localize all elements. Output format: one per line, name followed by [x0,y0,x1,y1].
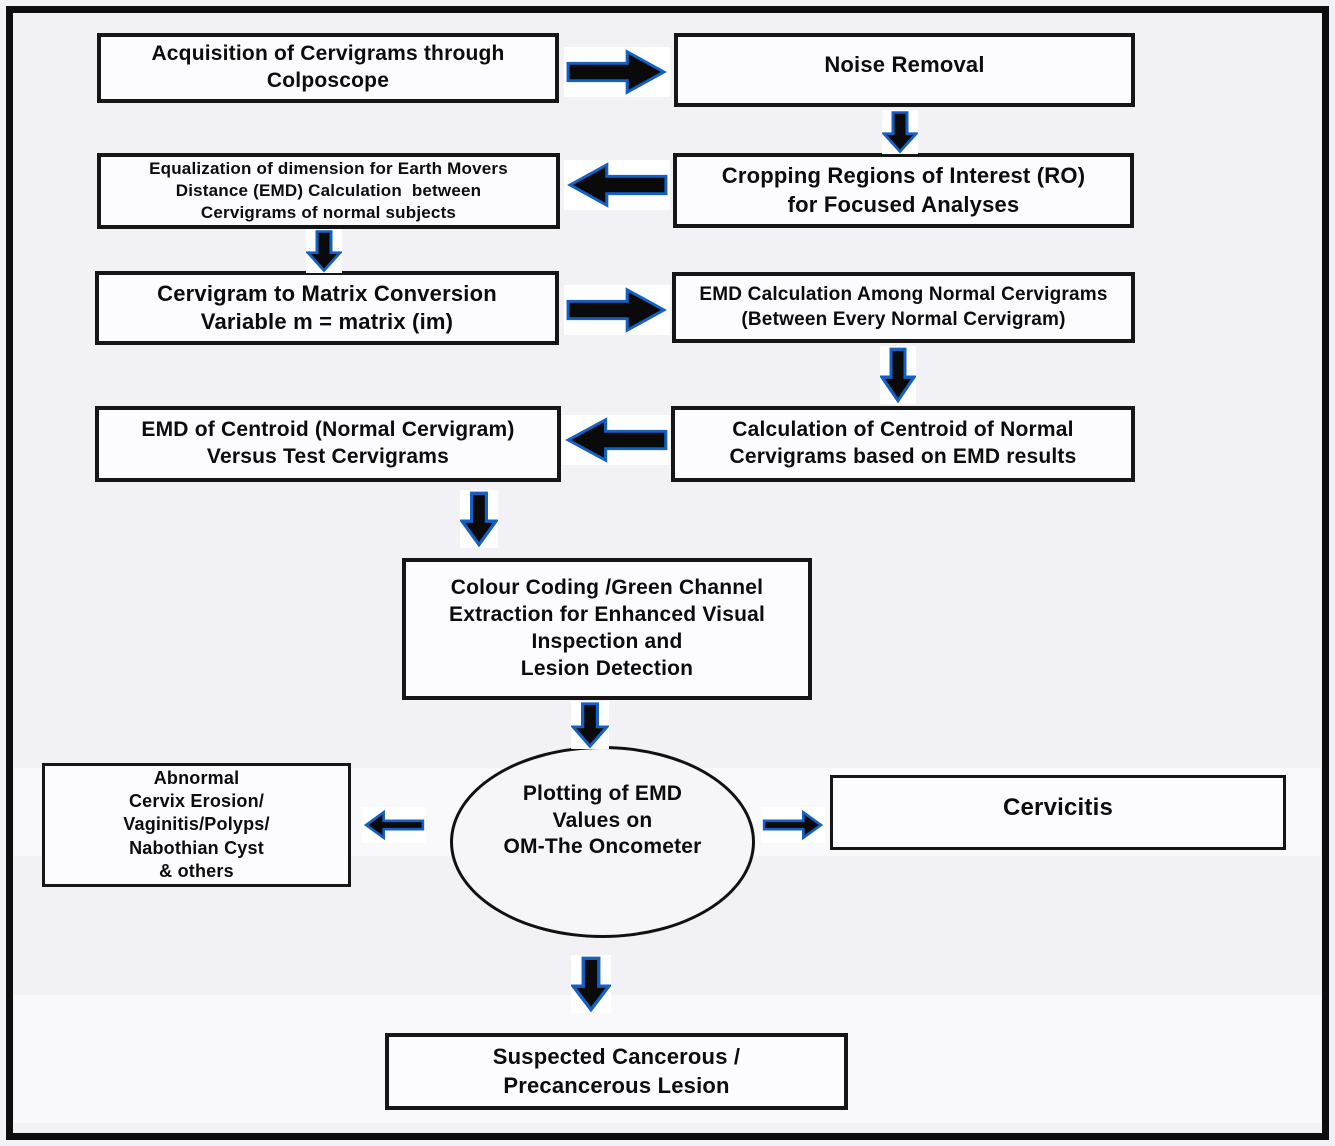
node-acquisition-label: Acquisition of Cervigrams through Colpos… [151,42,505,92]
arrow-down-icon [880,346,916,404]
node-cervicitis-label: Cervicitis [1002,794,1114,822]
node-emd-calculation: EMD Calculation Among Normal Cervigrams … [672,272,1135,343]
arrow-left-icon [362,807,426,843]
node-noise-removal-label: Noise Removal [824,51,985,77]
arrow-right-icon [564,285,670,335]
node-abnormal-label: Abnormal Cervix Erosion/ Vaginitis/Polyp… [123,768,270,881]
node-cropping-label: Cropping Regions of Interest (RO) for Fo… [721,163,1086,217]
node-matrix-conversion-label: Cervigram to Matrix Conversion Variable … [157,280,497,334]
arrow-right-icon [761,807,825,843]
arrow-right-icon [564,47,670,97]
node-suspected: Suspected Cancerous / Precancerous Lesio… [385,1033,848,1110]
node-suspected-label: Suspected Cancerous / Precancerous Lesio… [492,1044,741,1098]
node-noise-removal: Noise Removal [674,33,1135,107]
node-cropping: Cropping Regions of Interest (RO) for Fo… [673,153,1134,228]
node-colour-coding-label: Colour Coding /Green Channel Extraction … [448,576,766,680]
node-emd-centroid-vs-test: EMD of Centroid (Normal Cervigram) Versu… [95,406,561,482]
arrow-down-icon [571,955,611,1013]
node-abnormal: Abnormal Cervix Erosion/ Vaginitis/Polyp… [42,763,351,887]
node-acquisition: Acquisition of Cervigrams through Colpos… [97,33,559,103]
arrow-left-icon [562,415,670,465]
node-matrix-conversion: Cervigram to Matrix Conversion Variable … [95,271,559,345]
node-oncometer-plot: Plotting of EMD Values on OM-The Oncomet… [450,746,755,938]
arrow-down-icon [571,701,609,749]
node-cervicitis: Cervicitis [830,775,1286,850]
node-centroid-calculation-label: Calculation of Centroid of Normal Cervig… [729,418,1077,468]
node-emd-centroid-vs-test-label: EMD of Centroid (Normal Cervigram) Versu… [141,418,515,468]
arrow-left-icon [564,160,670,210]
node-equalization: Equalization of dimension for Earth Move… [97,153,560,229]
node-emd-calculation-label: EMD Calculation Among Normal Cervigrams … [699,284,1108,330]
node-oncometer-plot-label: Plotting of EMD Values on OM-The Oncomet… [503,781,702,859]
node-colour-coding: Colour Coding /Green Channel Extraction … [402,558,812,700]
node-centroid-calculation: Calculation of Centroid of Normal Cervig… [671,406,1135,482]
arrow-down-icon [306,229,342,273]
arrow-down-icon [882,110,918,154]
arrow-down-icon [460,490,498,548]
node-equalization-label: Equalization of dimension for Earth Move… [149,159,508,222]
